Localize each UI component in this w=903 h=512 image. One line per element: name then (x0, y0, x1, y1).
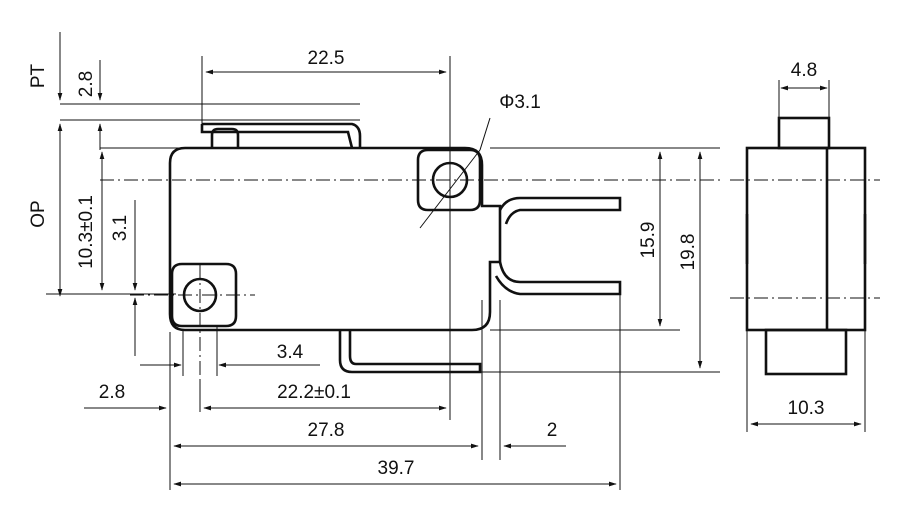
dim-2-8-left: 2.8 (99, 382, 125, 403)
lever (202, 122, 362, 148)
mount-boss-top (416, 148, 482, 212)
dim-19-8: 19.8 (678, 234, 699, 271)
phi-leader-tail (479, 117, 491, 151)
terminal-no (494, 261, 622, 296)
dim-3-4: 3.4 (277, 342, 304, 363)
side-terminal-block (764, 328, 848, 376)
dim-39-7: 39.7 (378, 458, 415, 479)
dim-22-5: 22.5 (308, 48, 345, 69)
dim-15-9: 15.9 (638, 222, 659, 259)
dim-3-1: 3.1 (110, 215, 131, 241)
side-plunger (777, 116, 831, 150)
extension-lines (46, 56, 720, 490)
terminal-nc (338, 330, 482, 374)
dim-10-3-tol: 10.3±0.1 (76, 195, 97, 269)
dim-phi-3-1: Φ3.1 (499, 92, 541, 113)
label-pt: PT (28, 63, 49, 88)
dim-22-2-tol: 22.2±0.1 (277, 382, 351, 403)
plunger (210, 127, 240, 148)
dim-27-8: 27.8 (308, 420, 345, 441)
side-body (745, 146, 867, 332)
switch-front-view (168, 122, 622, 374)
mount-boss-bottom (170, 262, 238, 328)
dimension-lines (57, 32, 703, 487)
terminal-com (498, 196, 622, 225)
label-op: OP (28, 200, 49, 227)
dim-4-8: 4.8 (791, 60, 817, 81)
dim-10-3: 10.3 (788, 398, 825, 419)
dim-2: 2 (547, 420, 558, 441)
switch-side-view (730, 80, 880, 432)
lever-lower-edge (200, 124, 354, 149)
dim-2-8-top: 2.8 (76, 71, 97, 97)
